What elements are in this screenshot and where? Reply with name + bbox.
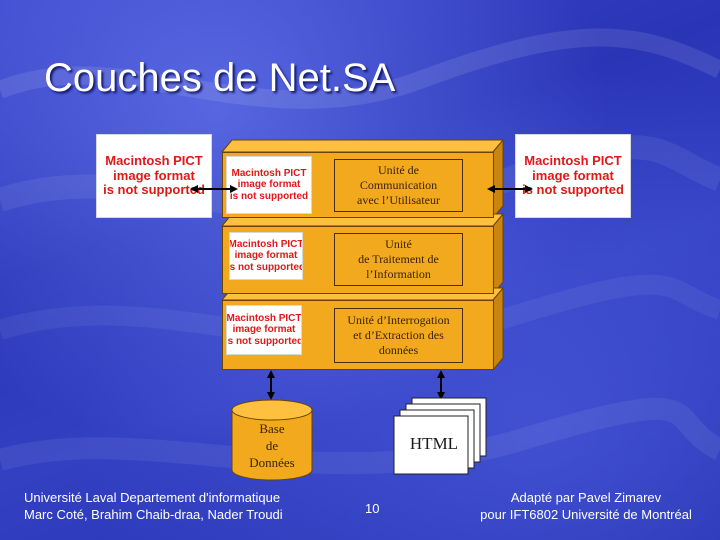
pict-line: is not supported: [229, 261, 303, 273]
layer-communication-label: Unité de Communication avec l’Utilisateu…: [334, 159, 463, 212]
label-line: Unité: [385, 237, 412, 251]
html-pages-stack: [393, 397, 487, 475]
footer-left-line: Université Laval Departement d'informati…: [24, 490, 281, 505]
pict-line: is not supported: [226, 335, 302, 347]
pict-line: Macintosh PICT: [231, 167, 307, 179]
label-line: l’Information: [366, 267, 431, 281]
pict-line: Macintosh PICT: [524, 152, 622, 168]
right-pict-placeholder: Macintosh PICT image format is not suppo…: [515, 134, 631, 218]
label-line: de Traitement de: [358, 252, 439, 266]
layer-processing-pict: Macintosh PICT image format is not suppo…: [229, 232, 303, 280]
label-line: et d’Extraction des: [353, 328, 444, 342]
pict-line: is not supported: [522, 182, 624, 198]
pict-line: image format: [237, 179, 301, 191]
pict-line: image format: [113, 167, 195, 183]
footer-right: Adapté par Pavel Zimarev pour IFT6802 Un…: [470, 490, 702, 524]
layer-communication-pict: Macintosh PICT image format is not suppo…: [226, 156, 312, 214]
pict-line: image format: [232, 324, 296, 336]
label-line: Unité de: [378, 163, 419, 177]
label-line: avec l’Utilisateur: [357, 193, 440, 207]
footer-right-line: pour IFT6802 Université de Montréal: [480, 506, 692, 522]
layer-extraction-pict: Macintosh PICT image format is not suppo…: [226, 305, 302, 355]
label-line: données: [378, 343, 419, 357]
label-line: Unité d’Interrogation: [347, 313, 450, 327]
footer-left-line: Marc Coté, Brahim Chaib-draa, Nader Trou…: [24, 506, 283, 522]
pict-line: Macintosh PICT: [105, 152, 203, 168]
footer-left: Université Laval Departement d'informati…: [24, 490, 283, 524]
footer-right-line: Adapté par Pavel Zimarev: [510, 490, 662, 505]
db-label-line: de: [265, 437, 279, 453]
label-line: Communication: [359, 178, 438, 192]
layer-processing-label: Unité de Traitement de l’Information: [334, 233, 463, 286]
pict-line: Macintosh PICT: [229, 238, 303, 250]
pict-line: image format: [234, 250, 298, 262]
page-number: 10: [365, 501, 380, 516]
layer-extraction-label: Unité d’Interrogation et d’Extraction de…: [334, 308, 463, 363]
pict-line: Macintosh PICT: [226, 312, 302, 324]
db-label-line: Données: [249, 454, 295, 470]
pict-line: is not supported: [103, 182, 205, 198]
pict-line: is not supported: [229, 190, 309, 202]
db-label-line: Base: [259, 421, 285, 436]
slide-title: Couches de Net.SA: [44, 56, 396, 100]
left-pict-placeholder: Macintosh PICT image format is not suppo…: [96, 134, 212, 218]
database-cylinder: [231, 399, 313, 481]
database-label: Base de Données: [232, 421, 312, 472]
html-label: HTML: [409, 434, 459, 453]
pict-line: image format: [532, 167, 614, 183]
